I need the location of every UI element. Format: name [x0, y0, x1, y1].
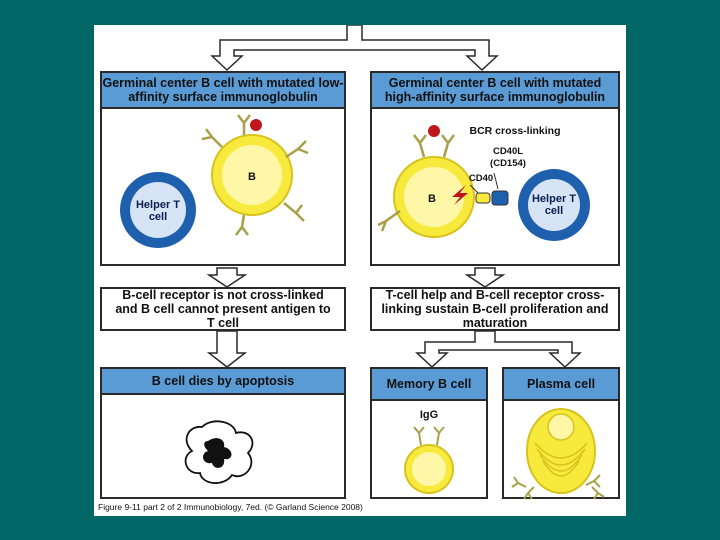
cd40-pointer — [469, 184, 479, 194]
plasma-nucleus — [547, 413, 575, 441]
cd40-label: CD40 — [468, 173, 494, 184]
b-cell-inner-right — [404, 167, 464, 227]
figure-caption: Figure 9-11 part 2 of 2 Immunobiology, 7… — [98, 502, 363, 512]
cd40l-pointer — [493, 172, 499, 190]
cd40l-label: CD40L (CD154) — [490, 146, 526, 169]
apoptosis-header: B cell dies by apoptosis — [100, 367, 346, 395]
apoptotic-cell-art — [184, 420, 254, 484]
memory-b-cell-inner — [412, 452, 446, 486]
signal-arrow — [452, 185, 468, 205]
endoplasmic-reticulum — [534, 442, 588, 477]
cd40-molecule — [475, 192, 491, 204]
helper-t-cell-inner — [130, 182, 186, 238]
secreted-antibodies — [511, 474, 605, 500]
arrow-left-1 — [206, 267, 248, 288]
memory-header: Memory B cell — [370, 367, 488, 401]
cd40l-molecule — [491, 190, 509, 206]
b-cell-receptors — [201, 114, 309, 236]
left-b-label: B — [248, 171, 256, 183]
split-arrow — [210, 25, 499, 72]
fragmented-nucleus — [203, 438, 232, 468]
memory-receptors — [413, 426, 445, 446]
right-panel-header: Germinal center B cell with mutated high… — [370, 71, 620, 109]
figure-card: Germinal center B cell with mutated low-… — [94, 25, 626, 516]
right-panel-art — [377, 125, 590, 241]
arrow-right-1 — [464, 267, 506, 288]
plasma-cell-body — [526, 408, 596, 494]
igg-label: IgG — [419, 409, 439, 421]
bcr-crosslinking-label: BCR cross-linking — [469, 125, 561, 137]
arrow-left-2 — [206, 330, 248, 368]
helper-t-cell-right-inner — [528, 179, 580, 231]
left-outcome-box: B-cell receptor is not cross-linked and … — [100, 287, 346, 331]
left-panel-header: Germinal center B cell with mutated low-… — [100, 71, 346, 109]
arrow-right-split — [415, 330, 582, 369]
antigen-dot — [250, 119, 262, 131]
flow-arrows — [206, 25, 582, 369]
right-helper-label: Helper T cell — [531, 193, 576, 217]
b-cell-inner — [222, 145, 282, 205]
left-helper-label: Helper T cell — [135, 199, 180, 223]
left-panel-art — [120, 114, 309, 248]
antigen-dot-right — [428, 125, 440, 137]
memory-cell-art — [404, 426, 454, 494]
right-outcome-box: T-cell help and B-cell receptor cross-li… — [370, 287, 620, 331]
plasma-cell-art — [511, 408, 605, 500]
crosslinked-receptors — [377, 134, 455, 232]
right-b-label: B — [428, 193, 436, 205]
plasma-header: Plasma cell — [502, 367, 620, 401]
